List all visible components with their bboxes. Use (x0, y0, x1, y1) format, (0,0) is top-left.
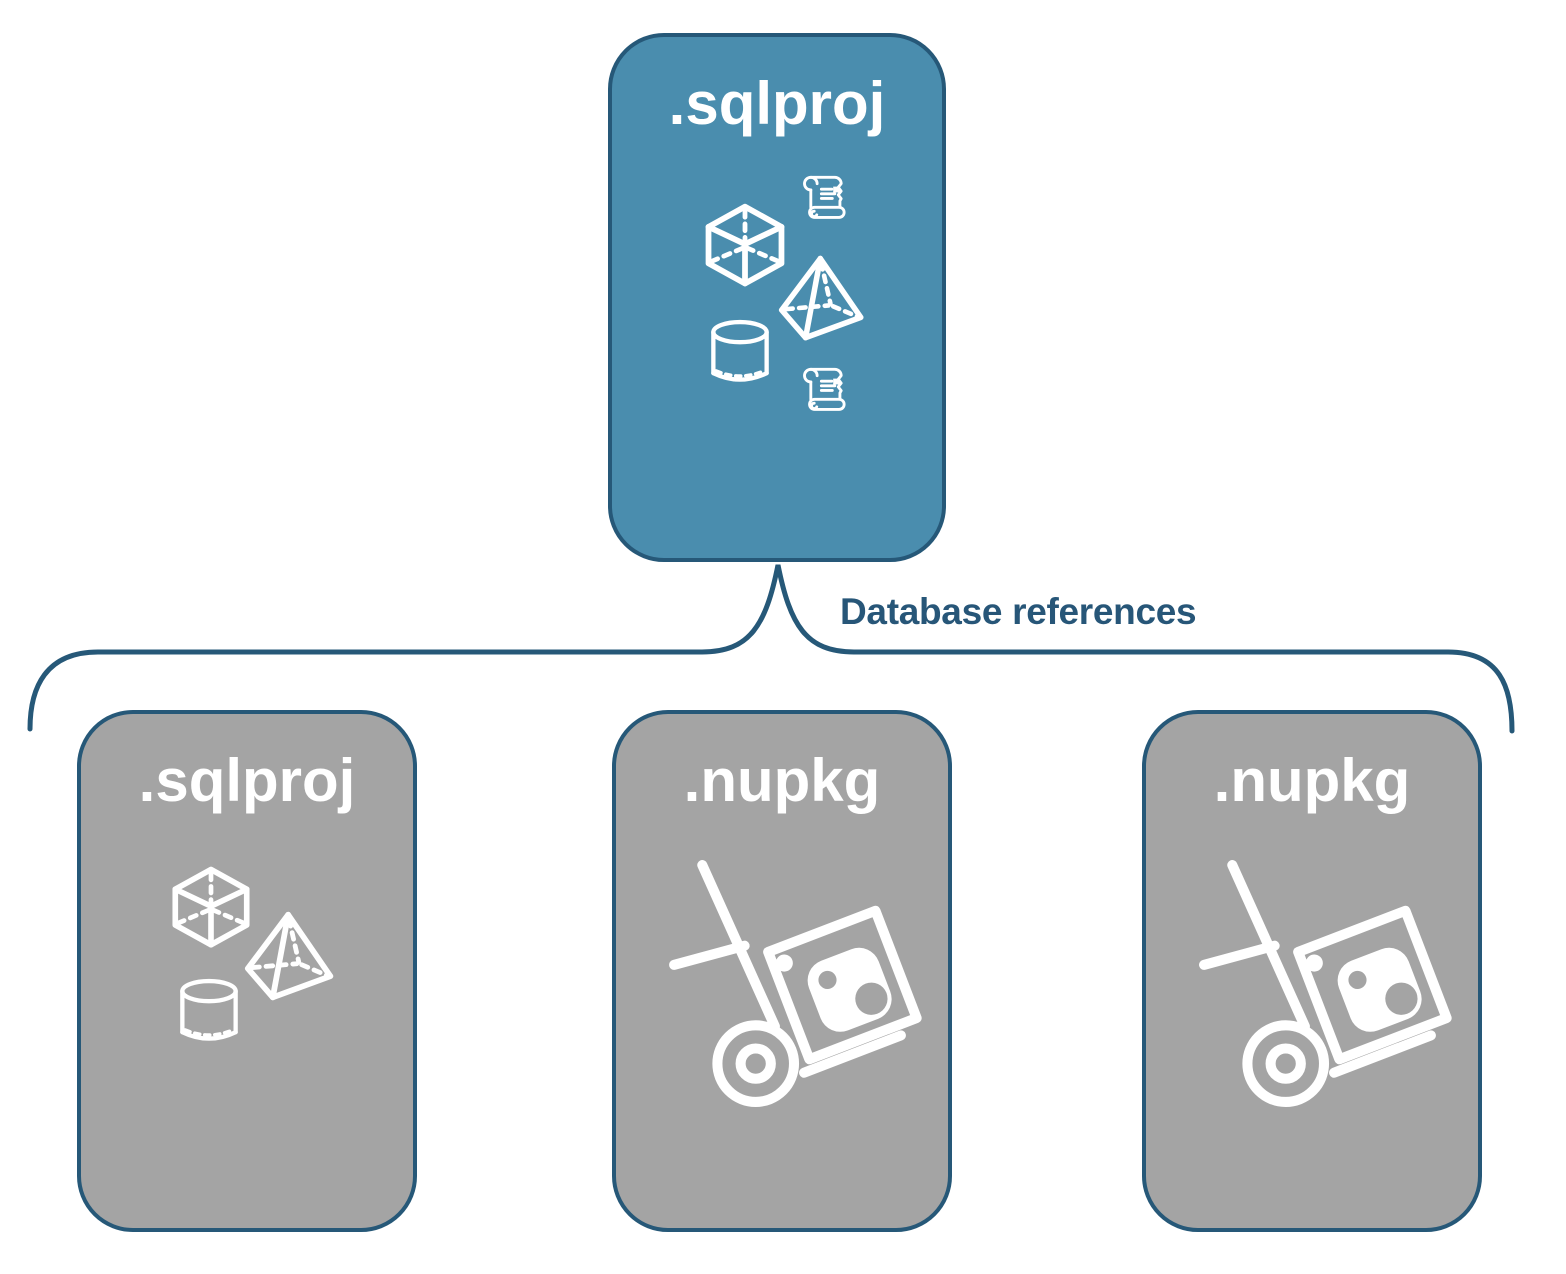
database-cylinder-icon (173, 972, 245, 1052)
connector-label: Database references (840, 591, 1197, 632)
pyramid-icon (244, 909, 340, 1005)
card-title: .sqlproj (668, 70, 886, 137)
card-title: .sqlproj (138, 747, 356, 814)
card-title: .nupkg (683, 747, 881, 814)
card-sqlproj-root: .sqlproj (608, 33, 946, 562)
database-references-brace-connector (27, 564, 1515, 734)
card-sqlproj-child: .sqlproj (77, 710, 417, 1232)
database-cylinder-icon (704, 313, 776, 393)
card-nupkg-child-2: .nupkg (1142, 710, 1482, 1232)
script-scroll-icon (799, 362, 853, 418)
card-title: .nupkg (1213, 747, 1411, 814)
script-scroll-icon (799, 170, 853, 226)
card-nupkg-child-1: .nupkg (612, 710, 952, 1232)
nuget-package-dolly-icon (1196, 857, 1448, 1109)
nuget-package-dolly-icon (666, 857, 918, 1109)
pyramid-icon (778, 253, 870, 345)
